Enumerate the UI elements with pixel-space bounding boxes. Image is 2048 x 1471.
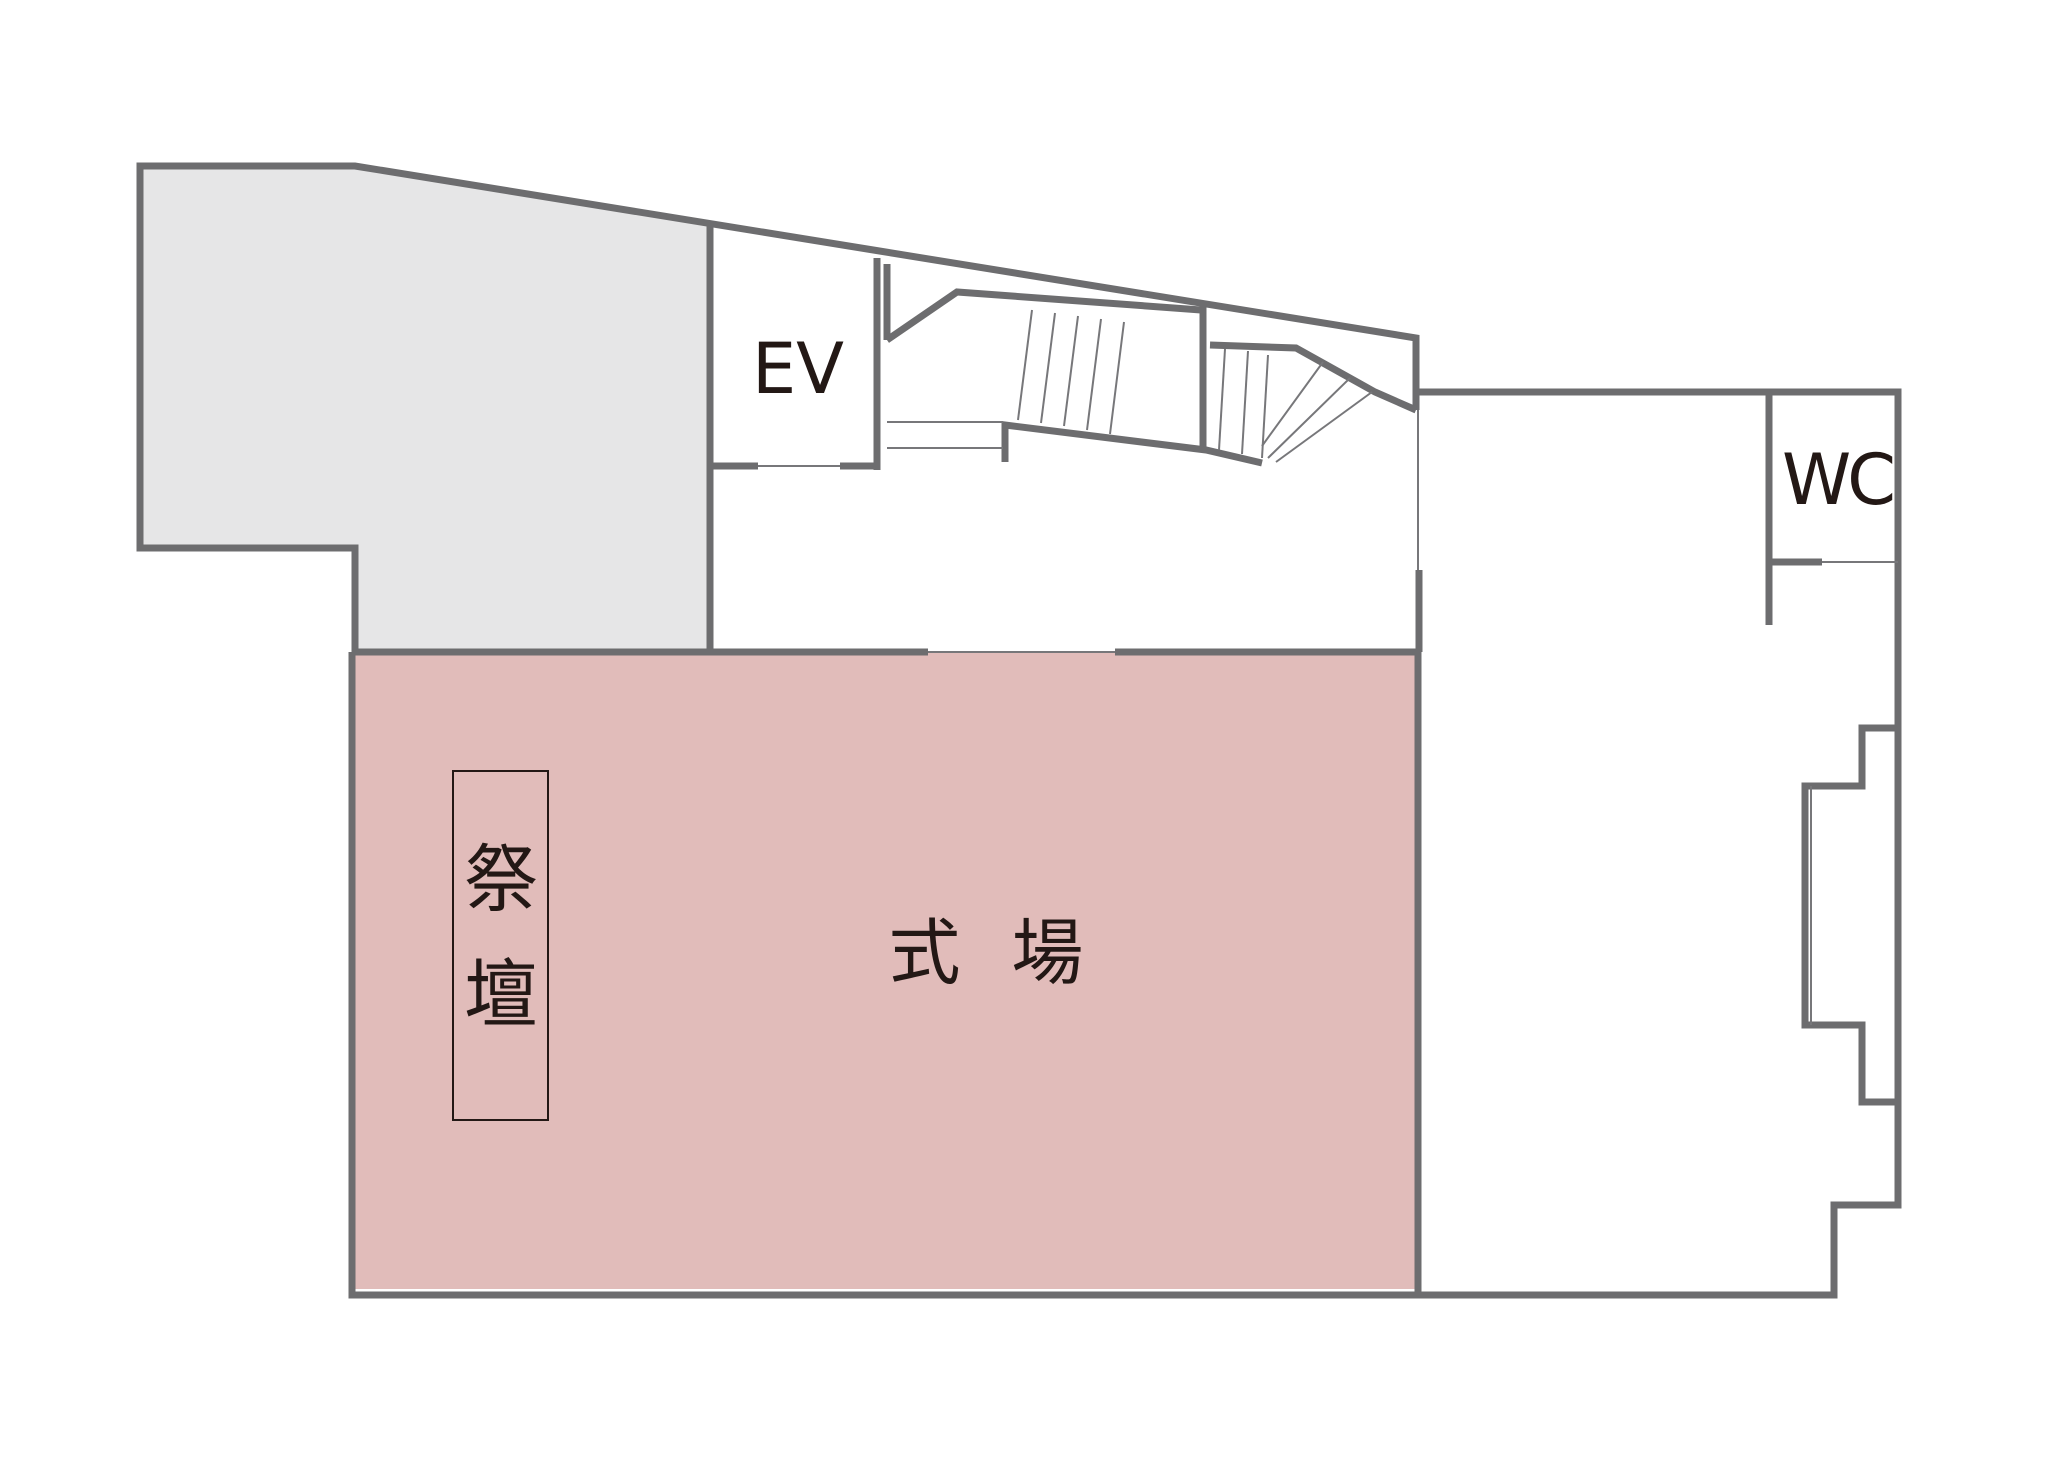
stair-tread	[1040, 312, 1056, 424]
altar	[452, 770, 549, 1121]
ceremony-hall-area	[355, 652, 1418, 1289]
stair-tread	[1267, 377, 1351, 459]
stair-tread	[1275, 391, 1373, 463]
altar-label-top: 祭	[464, 837, 538, 923]
stair-tread	[1241, 350, 1249, 455]
stair-tread	[1063, 315, 1079, 427]
stair-treads	[1017, 309, 1373, 463]
stair-tread	[1261, 361, 1324, 447]
ceremony-hall-label: 式 場	[889, 911, 1098, 995]
elevator-label: EV	[752, 328, 844, 410]
altar-label-bottom: 壇	[464, 952, 538, 1038]
wall-outer-right	[1416, 388, 1902, 1299]
stair-tread	[1017, 309, 1033, 421]
wall-outer-bottom	[348, 652, 1420, 1299]
stair-tread	[1261, 354, 1269, 459]
storage-area	[140, 166, 710, 652]
wall-stair-landing-right	[1209, 341, 1418, 414]
wall-right-notch	[1801, 724, 1898, 1106]
stair-tread	[1218, 348, 1226, 451]
restroom-label: WC	[1782, 439, 1893, 521]
wall-storage-outline	[136, 162, 1420, 652]
wall-stair-landing-left	[885, 288, 1202, 343]
stair-tread	[1109, 321, 1125, 435]
wall-stair-lower	[1001, 421, 1263, 467]
stair-tread	[1086, 318, 1102, 431]
